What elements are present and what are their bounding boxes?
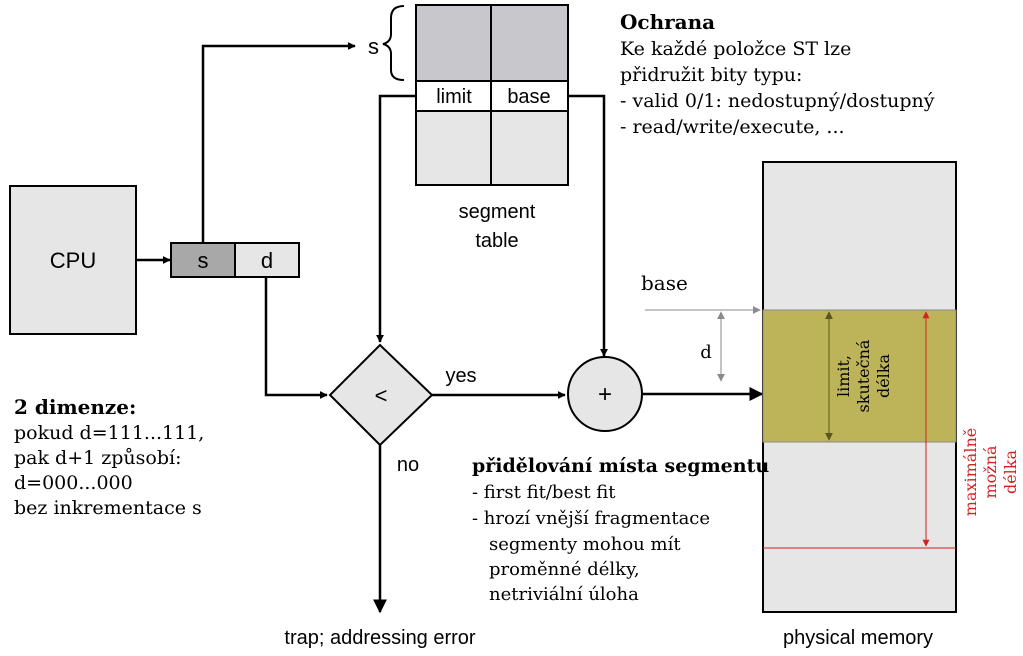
max-label-3: délka xyxy=(1001,450,1020,495)
trap-label: trap; addressing error xyxy=(284,627,476,649)
address-s-cell xyxy=(170,242,236,278)
d-to-compare-arrow xyxy=(264,277,328,399)
cpu-box xyxy=(9,185,137,335)
table-base-label: base xyxy=(507,86,550,108)
dimensions-line-1: pokud d=111...111, xyxy=(14,422,204,444)
s-to-table-arrow xyxy=(201,42,356,243)
cpu-label: CPU xyxy=(50,248,96,273)
compare-symbol: < xyxy=(375,383,388,408)
segment-label-3: délka xyxy=(874,354,893,399)
s-brace xyxy=(382,5,405,81)
memory-caption: physical memory xyxy=(783,627,933,649)
segment-table-caption-2: table xyxy=(475,230,518,252)
protection-line-2: přidružit bity typu: xyxy=(620,64,802,86)
max-length-label: maximálně možná délka xyxy=(961,428,1020,516)
max-label-1: maximálně xyxy=(961,428,980,516)
dimensions-line-4: bez inkrementace s xyxy=(14,497,202,519)
base-label: base xyxy=(641,271,688,295)
protection-line-4: - read/write/execute, ... xyxy=(620,116,845,138)
s-brace-label: s xyxy=(368,34,379,59)
segment-label-2: skutečná xyxy=(854,339,873,412)
no-label: no xyxy=(397,454,419,476)
dimensions-line-2: pak d+1 způsobí: xyxy=(14,447,182,469)
allocation-line-2: - hrozí vnější fragmentace xyxy=(472,508,710,529)
segment-label-1: limit, xyxy=(834,355,853,397)
base-to-adder-arrow xyxy=(568,94,608,357)
address-d-label: d xyxy=(261,248,273,273)
d-offset-label: d xyxy=(700,342,712,363)
dimensions-title: 2 dimenze: xyxy=(14,395,136,419)
allocation-line-5: netriviální úloha xyxy=(489,584,639,605)
allocation-title: přidělování místa segmentu xyxy=(472,455,769,477)
protection-line-1: Ke každé položce ST lze xyxy=(620,38,851,60)
adder-symbol: + xyxy=(598,381,612,408)
max-label-2: možná xyxy=(981,445,1000,499)
allocation-line-3: segmenty mohou mít xyxy=(489,534,681,555)
protection-line-3: - valid 0/1: nedostupný/dostupný xyxy=(620,90,935,112)
segment-length-label: limit, skutečná délka xyxy=(834,339,893,412)
segment-table-caption-1: segment xyxy=(459,201,536,223)
allocation-line-4: proměnné délky, xyxy=(489,559,640,580)
address-s-label: s xyxy=(198,248,209,273)
limit-to-compare-arrow xyxy=(376,94,416,343)
protection-title: Ochrana xyxy=(620,10,715,34)
dimensions-line-3: d=000...000 xyxy=(14,472,133,494)
yes-label: yes xyxy=(445,365,476,387)
table-limit-label: limit xyxy=(436,86,472,108)
allocation-line-1: - first fit/best fit xyxy=(472,482,616,503)
